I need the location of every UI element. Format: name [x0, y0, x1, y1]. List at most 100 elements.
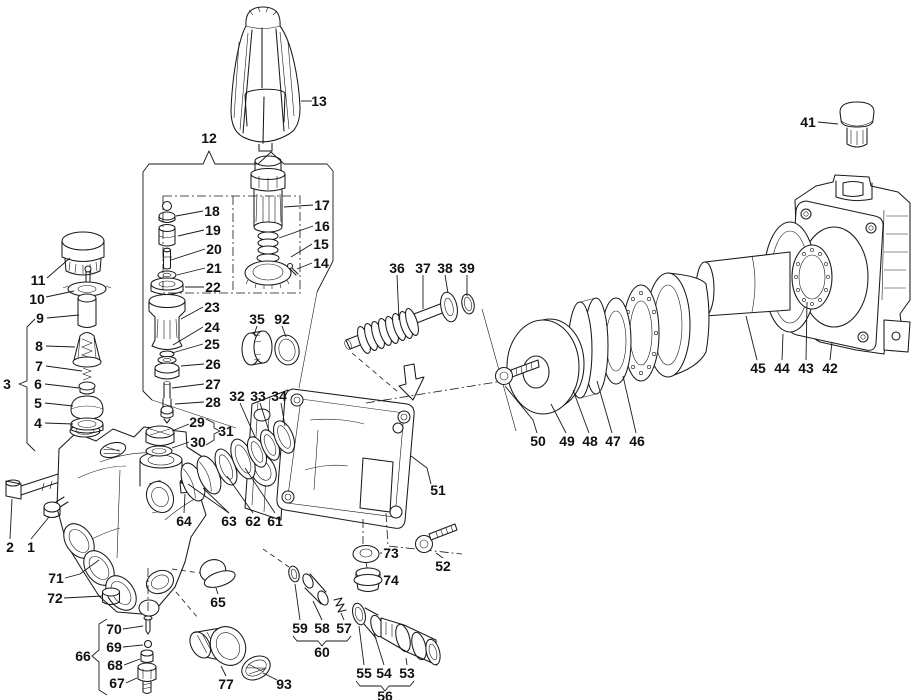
part-number-74: 74 — [383, 572, 399, 588]
leader-line-72 — [63, 595, 103, 599]
part-number-60: 60 — [314, 644, 330, 660]
part-label-13: 13 — [301, 93, 327, 109]
part-label-47: 47 — [596, 380, 621, 449]
leader-line-34 — [280, 402, 286, 427]
leader-line-48 — [572, 389, 590, 434]
part-number-9: 9 — [36, 310, 44, 326]
part-label-51: 51 — [410, 455, 446, 498]
part-number-54: 54 — [376, 665, 392, 681]
part-number-16: 16 — [314, 218, 330, 234]
part-label-25: 25 — [171, 336, 220, 354]
part-number-20: 20 — [206, 241, 222, 257]
leader-line-16 — [278, 225, 314, 239]
leader-line-6 — [44, 383, 80, 389]
leader-line-1 — [30, 516, 50, 540]
part-number-35: 35 — [249, 311, 265, 327]
part-number-23: 23 — [204, 299, 220, 315]
part-label-7: 7 — [35, 358, 83, 374]
piston-spring — [357, 308, 419, 354]
part-label-55: 55 — [356, 625, 372, 681]
part-label-59: 59 — [292, 583, 308, 636]
part-label-73: 73 — [380, 545, 399, 561]
bearing-balls — [794, 248, 830, 306]
part-label-11: 11 — [31, 257, 71, 288]
part-label-50: 50 — [504, 385, 546, 449]
part-number-18: 18 — [204, 203, 220, 219]
bracket-31 — [205, 418, 221, 446]
head-hardware — [352, 512, 463, 593]
part-number-46: 46 — [629, 433, 645, 449]
leader-line-19 — [177, 229, 205, 237]
leader-line-25 — [171, 343, 204, 354]
part-label-2: 2 — [6, 498, 14, 555]
part-number-71: 71 — [48, 570, 64, 586]
part-number-12: 12 — [201, 130, 217, 146]
leader-line-9 — [46, 314, 80, 319]
part-number-36: 36 — [389, 260, 405, 276]
part-number-77: 77 — [218, 676, 234, 692]
leader-line-2 — [9, 498, 13, 540]
part-number-28: 28 — [205, 394, 221, 410]
part-number-72: 72 — [47, 590, 63, 606]
part-label-37: 37 — [415, 260, 431, 309]
leader-line-92 — [281, 325, 287, 338]
leader-line-26 — [180, 363, 205, 367]
part-label-74: 74 — [383, 572, 399, 588]
part-number-37: 37 — [415, 260, 431, 276]
leader-line-63 — [187, 483, 230, 514]
part-label-30: 30 — [171, 434, 206, 450]
part-label-14: 14 — [296, 255, 329, 271]
part-number-69: 69 — [106, 639, 122, 655]
leader-line-41 — [817, 121, 839, 125]
part-label-69: 69 — [106, 639, 144, 655]
leader-line-8 — [45, 345, 76, 348]
part-number-39: 39 — [459, 260, 475, 276]
group-brackets — [18, 318, 415, 696]
part-number-50: 50 — [530, 433, 546, 449]
part-number-13: 13 — [311, 93, 327, 109]
part-label-18: 18 — [175, 203, 220, 219]
leader-line-69 — [122, 644, 144, 648]
part-label-44: 44 — [774, 333, 790, 376]
nozzle-cover — [230, 6, 301, 152]
part-label-26: 26 — [180, 356, 221, 372]
part-label-43: 43 — [798, 301, 814, 376]
part-number-8: 8 — [35, 338, 43, 354]
wobble-plate-50 — [494, 318, 585, 415]
part-number-56: 56 — [377, 688, 393, 700]
bracket-66 — [91, 618, 108, 696]
leader-line-64 — [183, 493, 186, 514]
part-label-60: 60 — [314, 644, 330, 660]
leader-line-93 — [262, 672, 278, 681]
part-label-9: 9 — [36, 310, 80, 326]
part-number-17: 17 — [314, 197, 330, 213]
leader-line-4 — [44, 422, 74, 425]
part-number-25: 25 — [204, 336, 220, 352]
part-number-44: 44 — [774, 360, 790, 376]
part-label-5: 5 — [34, 395, 74, 411]
leader-line-61 — [244, 467, 276, 514]
part-number-47: 47 — [605, 433, 621, 449]
part-label-12: 12 — [201, 130, 217, 146]
valve-kit-outline-12 — [142, 150, 334, 429]
inlet-bushing-and-seal — [241, 330, 300, 366]
leader-line-67 — [125, 677, 138, 684]
part-number-51: 51 — [430, 482, 446, 498]
part-number-11: 11 — [31, 272, 46, 288]
part-number-41: 41 — [800, 114, 816, 130]
part-label-57: 57 — [336, 612, 352, 636]
part-label-52: 52 — [435, 552, 451, 574]
leader-line-50 — [504, 385, 538, 434]
part-label-33: 33 — [250, 388, 270, 432]
part-number-70: 70 — [106, 621, 122, 637]
part-number-33: 33 — [250, 388, 266, 404]
part-label-68: 68 — [107, 657, 141, 673]
part-number-57: 57 — [336, 620, 352, 636]
part-label-46: 46 — [622, 375, 645, 449]
leader-line-20 — [170, 248, 206, 261]
part-number-22: 22 — [205, 279, 221, 295]
part-label-58: 58 — [312, 600, 330, 636]
wobble-plate-stack — [365, 272, 710, 415]
part-label-62: 62 — [226, 475, 261, 529]
bracket-60 — [292, 635, 352, 647]
